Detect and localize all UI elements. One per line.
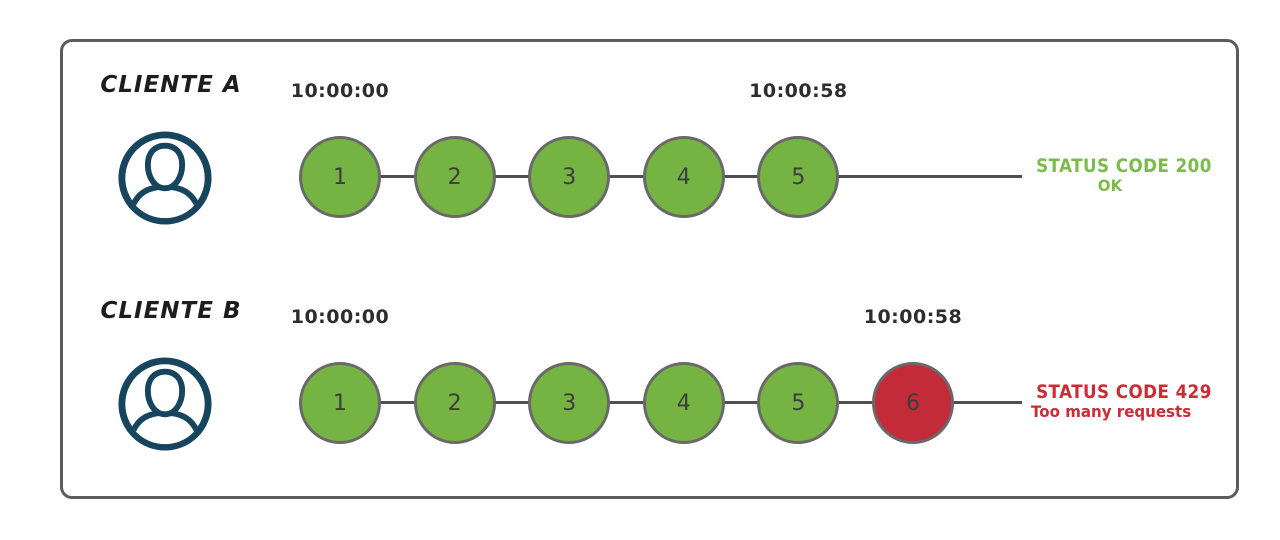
request-step-5: 5 (757, 136, 840, 218)
request-step-2: 2 (413, 136, 496, 218)
status-code-text: STATUS CODE 200 (1036, 155, 1212, 177)
request-step-4: 4 (642, 362, 725, 444)
client-a-label: CLIENTE A (100, 72, 242, 98)
user-icon (118, 131, 212, 225)
status-code-text: STATUS CODE 429 (1036, 381, 1212, 403)
request-step-1: 1 (299, 136, 381, 218)
client-b-label: CLIENTE B (100, 298, 242, 324)
request-step-5: 5 (757, 362, 840, 444)
request-step-2: 2 (413, 362, 496, 444)
status-text: STATUS CODE 429 Too many requests (1026, 381, 1212, 422)
request-step-3: 3 (528, 136, 611, 218)
user-icon (118, 357, 212, 451)
status-detail-text: OK (1097, 176, 1123, 196)
request-step-6: 6 (872, 362, 954, 444)
start-timestamp: 10:00:00 (290, 306, 390, 328)
request-step-3: 3 (528, 362, 611, 444)
request-step-1: 1 (299, 362, 381, 444)
request-step-4: 4 (642, 136, 725, 218)
start-timestamp: 10:00:00 (290, 80, 390, 102)
end-timestamp: 10:00:58 (749, 80, 848, 102)
status-text: STATUS CODE 200 OK (1026, 155, 1212, 196)
status-detail-text: Too many requests (1031, 402, 1192, 422)
end-timestamp: 10:00:58 (863, 306, 963, 328)
